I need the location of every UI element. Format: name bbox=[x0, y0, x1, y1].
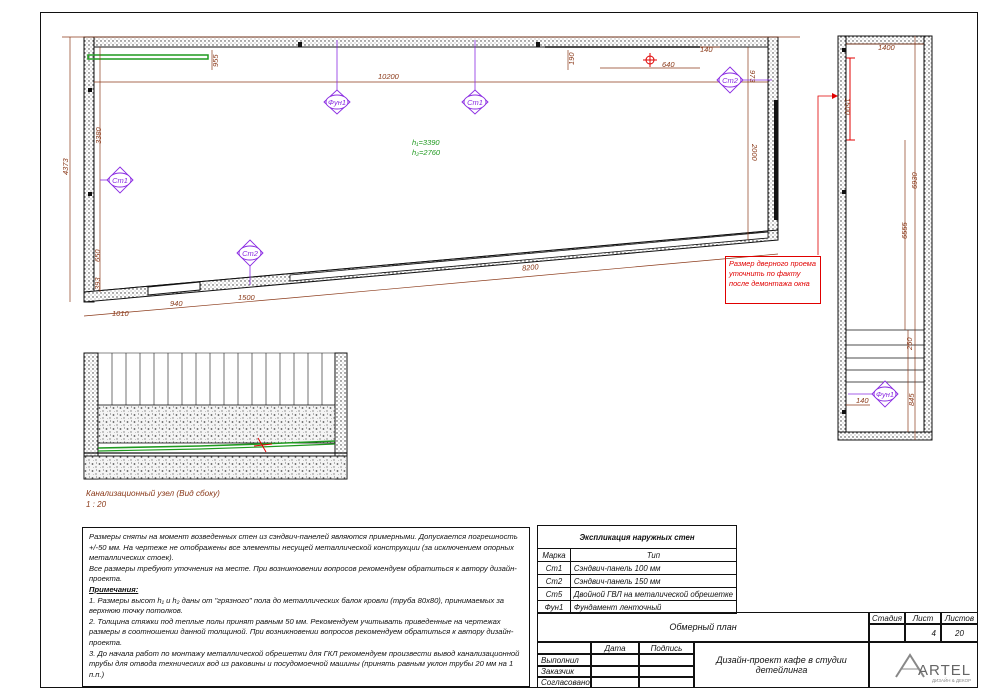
side-walls bbox=[837, 35, 933, 441]
svg-text:Ст2: Ст2 bbox=[722, 76, 739, 85]
note-3: 3. До начала работ по монтажу металличес… bbox=[89, 648, 520, 679]
notes-intro2: Все размеры требуют уточнения на месте. … bbox=[89, 563, 517, 584]
side-dim-6555: 6555 bbox=[900, 221, 909, 239]
callout-st1-top[interactable] bbox=[461, 89, 489, 115]
side-dim-6930: 6930 bbox=[910, 171, 919, 189]
note-2: 2. Толщина стяжки под теплые полы принят… bbox=[89, 616, 514, 647]
note-1: 1. Размеры высот h₁ и h₂ даны от "грязно… bbox=[89, 595, 505, 616]
drain-point-marker bbox=[643, 53, 657, 67]
walls-table-header-mark: Марка bbox=[537, 548, 571, 562]
callout-fun1[interactable] bbox=[323, 89, 351, 115]
walls-table-header-type: Тип bbox=[569, 548, 738, 562]
sheets-total: 20 bbox=[941, 624, 978, 642]
dim-bottom-1010: 1010 bbox=[112, 309, 130, 318]
side-dim-140: 140 bbox=[856, 396, 869, 405]
section-caption: Канализационный узел (Вид сбоку) bbox=[86, 489, 220, 498]
dim-right-2000: 2000 bbox=[750, 143, 759, 162]
stage-label: Стадия bbox=[869, 612, 905, 624]
notes-block: Размеры сняты на момент возведенных стен… bbox=[82, 527, 530, 687]
sheets-label: Листов bbox=[941, 612, 978, 624]
dim-bottom-8200: 8200 bbox=[522, 262, 540, 272]
dim-left-3380: 3380 bbox=[94, 126, 103, 144]
door-opening-note: Размер дверного проема уточнить по факту… bbox=[725, 256, 821, 304]
callout-leaders bbox=[100, 40, 872, 395]
callout-st1-left[interactable] bbox=[106, 166, 134, 194]
notes-heading: Примечания: bbox=[89, 584, 139, 594]
svg-text:Ст2: Ст2 bbox=[242, 249, 259, 258]
callout-st2-right[interactable] bbox=[716, 66, 744, 94]
plan-dimension-lines bbox=[62, 36, 800, 317]
sheet-label: Лист bbox=[905, 612, 941, 624]
side-dim-260: 260 bbox=[905, 337, 914, 351]
sheet-title: Обмерный план bbox=[537, 612, 869, 642]
sewer-pipe-plan bbox=[87, 54, 209, 60]
side-dim-1400: 1400 bbox=[878, 43, 896, 52]
sheet-number: 4 bbox=[905, 624, 941, 642]
dim-left-height: 4373 bbox=[61, 157, 70, 175]
dim-973: 973 bbox=[748, 70, 757, 83]
dim-190: 190 bbox=[567, 52, 576, 65]
side-dimension-lines bbox=[846, 36, 924, 440]
col-date: Дата bbox=[591, 642, 639, 654]
dim-bottom-1500: 1500 bbox=[238, 293, 256, 302]
svg-text:ДИЗАЙН & ДЕКОР: ДИЗАЙН & ДЕКОР bbox=[932, 676, 971, 683]
stage-value bbox=[869, 624, 905, 642]
svg-text:Ст1: Ст1 bbox=[112, 176, 128, 185]
callout-st2-bottom[interactable] bbox=[236, 239, 264, 267]
project-name: Дизайн-проект кафе в студии детейлинга bbox=[694, 642, 869, 688]
svg-text:ARTEL: ARTEL bbox=[918, 662, 971, 679]
section-scale: 1 : 20 bbox=[86, 500, 107, 509]
side-stairs bbox=[846, 329, 924, 383]
height-h1: h₁=3390 bbox=[412, 138, 440, 147]
svg-text:Ст1: Ст1 bbox=[467, 98, 483, 107]
dim-left-bottom: 393 bbox=[93, 277, 102, 290]
dim-955: 955 bbox=[211, 54, 220, 67]
dim-top-length: 10200 bbox=[378, 72, 400, 81]
walls-table-title: Экспликация наружных стен bbox=[537, 525, 737, 549]
sewer-pipe-section bbox=[97, 437, 336, 453]
col-sign: Подпись bbox=[639, 642, 694, 654]
section-studs bbox=[98, 352, 335, 405]
plan-walls bbox=[83, 36, 779, 303]
side-dim-845: 845 bbox=[907, 393, 916, 406]
svg-text:Фун1: Фун1 bbox=[328, 98, 346, 107]
role-executor: Выполнил bbox=[537, 654, 591, 666]
role-customer: Заказчик bbox=[537, 666, 591, 677]
height-h2: h₂=2760 bbox=[412, 148, 441, 157]
artel-logo-icon: ARTEL ДИЗАЙН & ДЕКОР bbox=[894, 653, 971, 683]
sheet-frame bbox=[40, 12, 978, 688]
company-logo: ARTEL ДИЗАЙН & ДЕКОР bbox=[869, 642, 978, 688]
dim-640: 640 bbox=[662, 60, 675, 69]
role-approved: Согласовано bbox=[537, 677, 591, 688]
side-dim-1500: 1500 bbox=[843, 98, 852, 116]
svg-text:Фун1: Фун1 bbox=[876, 390, 894, 399]
dim-bottom-940: 940 bbox=[170, 299, 183, 308]
notes-intro: Размеры сняты на момент возведенных стен… bbox=[89, 532, 518, 563]
side-callout-fun1[interactable]: Фун1 bbox=[871, 380, 899, 408]
dim-140: 140 bbox=[700, 45, 713, 54]
dim-left-650: 650 bbox=[93, 249, 102, 262]
